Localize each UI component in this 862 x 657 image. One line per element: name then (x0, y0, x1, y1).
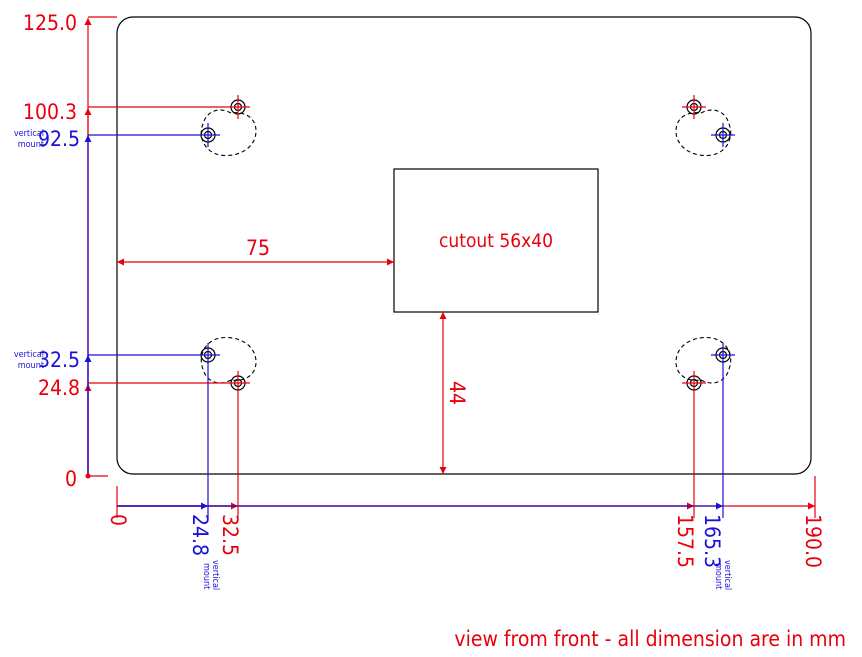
dim-label-32-5-h: 32.5 (218, 514, 242, 556)
keyhole-top-right (675, 109, 732, 157)
dim-label-165-3: 165.3 (700, 514, 724, 568)
mount-note-upper-line1: vertical (14, 129, 44, 139)
mount-note-right-line1: vertical (722, 560, 732, 590)
mount-note-left-line1: vertical (210, 560, 220, 590)
vertical-extension-lines (88, 16, 226, 477)
footer-note: view from front - all dimension are in m… (454, 627, 846, 651)
keyhole-top-left (200, 109, 257, 157)
dim-label-157-5: 157.5 (673, 514, 697, 568)
dim-label-24-8: 24.8 (38, 376, 80, 400)
dim-label-32-5: 32.5 (38, 348, 80, 372)
mount-note-upper-line2: mount (18, 140, 44, 150)
dim-label-125: 125.0 (23, 11, 77, 35)
dim-label-75: 75 (246, 236, 270, 260)
horizontal-extension-lines (116, 367, 816, 518)
dim-label-44: 44 (445, 381, 469, 405)
dim-label-24-8-h: 24.8 (188, 514, 212, 556)
hole-crosses (196, 95, 735, 395)
mount-note-lower-line2: mount (18, 361, 44, 371)
panel-outline (116, 16, 812, 475)
dim-label-190: 190.0 (801, 514, 825, 568)
dim-label-0-horizontal: 0 (106, 514, 130, 526)
keyhole-bottom-left (200, 336, 257, 384)
dim-label-100-3: 100.3 (23, 100, 77, 124)
mount-note-left-line2: mount (201, 563, 211, 589)
vertical-dimension-lines (84, 18, 92, 479)
mount-note-lower-line1: vertical (14, 350, 44, 360)
cutout-label: cutout 56x40 (439, 230, 553, 252)
keyhole-bottom-right (675, 336, 732, 384)
mount-note-right-line2: mount (713, 563, 723, 589)
dim-label-0-vertical: 0 (65, 467, 77, 491)
dim-label-92-5: 92.5 (38, 127, 80, 151)
cutout-rect (393, 168, 599, 313)
